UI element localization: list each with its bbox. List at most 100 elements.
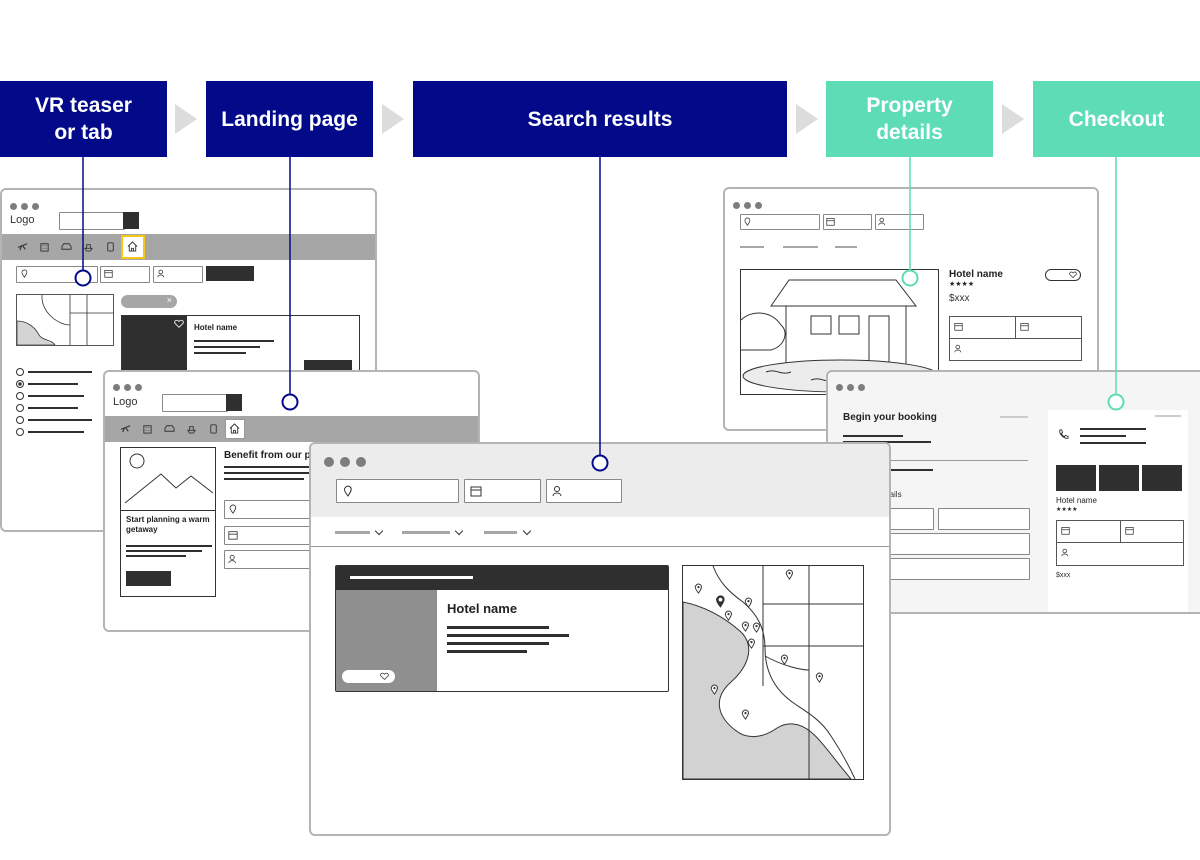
results-map[interactable] <box>682 565 864 780</box>
hotel-icon[interactable] <box>142 423 153 434</box>
checkin-field[interactable] <box>950 317 1016 339</box>
hotel-card[interactable]: Hotel name <box>335 565 669 692</box>
booking-summary: Hotel name ★★★★ $xxx <box>1048 410 1188 612</box>
destination-field[interactable] <box>336 479 459 503</box>
flight-icon[interactable] <box>17 241 28 252</box>
location-pin-icon <box>20 269 29 278</box>
search-button[interactable] <box>226 394 242 411</box>
location-pin-icon <box>228 504 238 514</box>
location-pin-icon <box>342 485 354 497</box>
photo-thumbnail[interactable] <box>1099 465 1139 491</box>
guests-icon <box>878 217 887 226</box>
location-pin-icon[interactable] <box>743 597 754 608</box>
location-pin-icon[interactable] <box>693 583 704 594</box>
window-controls <box>113 378 146 396</box>
location-pin-icon[interactable] <box>740 621 751 632</box>
photo-thumbnail[interactable] <box>1142 465 1182 491</box>
dropdown-label <box>402 531 450 534</box>
search-submit-button[interactable] <box>206 266 254 281</box>
filter-dropdown[interactable] <box>335 526 385 537</box>
vacation-rental-tab[interactable] <box>225 419 245 439</box>
last-name-field[interactable] <box>938 508 1030 530</box>
booking-widget[interactable] <box>949 316 1082 361</box>
guests-field[interactable] <box>224 550 326 569</box>
search-results-window: Hotel name <box>309 442 891 836</box>
stage-label: Search results <box>527 107 673 131</box>
email-field[interactable] <box>874 533 1030 555</box>
hotel-icon[interactable] <box>39 241 50 252</box>
destination-field[interactable] <box>16 266 98 283</box>
checkout-field[interactable] <box>1121 521 1183 543</box>
benefit-heading: Benefit from our p <box>224 450 311 461</box>
location-pin-icon[interactable] <box>814 672 825 683</box>
calendar-icon <box>104 269 113 278</box>
guests-icon[interactable] <box>954 344 963 353</box>
filter-dropdown[interactable] <box>484 526 534 537</box>
divider <box>843 460 1028 461</box>
location-pin-icon[interactable] <box>779 654 790 665</box>
favorite-toggle[interactable] <box>1045 269 1081 281</box>
filter-tag[interactable]: × <box>121 295 177 308</box>
close-icon[interactable]: × <box>166 295 172 305</box>
checkout-field[interactable] <box>1016 317 1081 339</box>
price: $xxx <box>949 293 970 304</box>
date-widget[interactable] <box>1056 520 1184 566</box>
checkin-field[interactable] <box>1057 521 1121 543</box>
location-pin-icon[interactable] <box>709 684 720 695</box>
cruise-icon[interactable] <box>83 241 94 252</box>
location-pin-icon[interactable] <box>740 709 751 720</box>
logo: Logo <box>113 396 138 408</box>
date-field[interactable] <box>224 526 326 545</box>
text-line <box>224 472 314 474</box>
favorite-toggle[interactable] <box>342 670 395 683</box>
destination-field[interactable] <box>740 214 820 230</box>
car-icon[interactable] <box>164 423 175 434</box>
radio-option[interactable] <box>16 368 24 376</box>
phone-field[interactable] <box>874 558 1030 580</box>
car-icon[interactable] <box>61 241 72 252</box>
date-field[interactable] <box>100 266 150 283</box>
cta-button[interactable] <box>126 571 171 586</box>
filter-dropdown[interactable] <box>835 246 857 248</box>
activity-icon[interactable] <box>208 423 219 434</box>
guests-field[interactable] <box>546 479 622 503</box>
cruise-icon[interactable] <box>186 423 197 434</box>
search-input[interactable] <box>162 394 228 412</box>
radio-option[interactable] <box>16 392 24 400</box>
filter-dropdown[interactable] <box>402 526 467 537</box>
date-field[interactable] <box>823 214 872 230</box>
promo-card[interactable]: Start planning a warm getaway <box>120 447 216 597</box>
stage-search-results: Search results <box>413 81 787 157</box>
radio-option[interactable] <box>16 428 24 436</box>
radio-option[interactable] <box>16 404 24 412</box>
divider <box>311 546 889 547</box>
filter-list <box>16 368 106 443</box>
guests-field[interactable] <box>153 266 203 283</box>
vacation-rental-tab[interactable] <box>121 235 145 259</box>
mini-map[interactable] <box>16 294 114 346</box>
flight-icon[interactable] <box>120 423 131 434</box>
activity-icon[interactable] <box>105 241 116 252</box>
search-button[interactable] <box>123 212 139 229</box>
window-controls <box>836 378 869 396</box>
location-pin-icon[interactable] <box>751 622 762 633</box>
radio-option[interactable] <box>16 416 24 424</box>
date-field[interactable] <box>464 479 541 503</box>
promo-text: Start planning a warm getaway <box>126 515 210 534</box>
guests-field[interactable] <box>875 214 924 230</box>
guests-icon[interactable] <box>1061 548 1070 557</box>
header-text <box>350 576 473 579</box>
photo-thumbnail[interactable] <box>1056 465 1096 491</box>
arrow-icon <box>1002 104 1024 134</box>
location-pin-icon[interactable] <box>723 610 734 621</box>
text-line <box>1080 442 1146 444</box>
location-pin-icon[interactable] <box>746 638 757 649</box>
search-input[interactable] <box>59 212 125 230</box>
location-pin-icon[interactable] <box>784 569 795 580</box>
selected-pin-icon[interactable] <box>713 593 728 610</box>
window-controls <box>10 197 43 215</box>
filter-dropdown[interactable] <box>783 246 818 248</box>
radio-option-selected[interactable] <box>16 380 24 388</box>
filter-dropdown[interactable] <box>740 246 764 248</box>
heart-icon[interactable] <box>174 319 184 329</box>
